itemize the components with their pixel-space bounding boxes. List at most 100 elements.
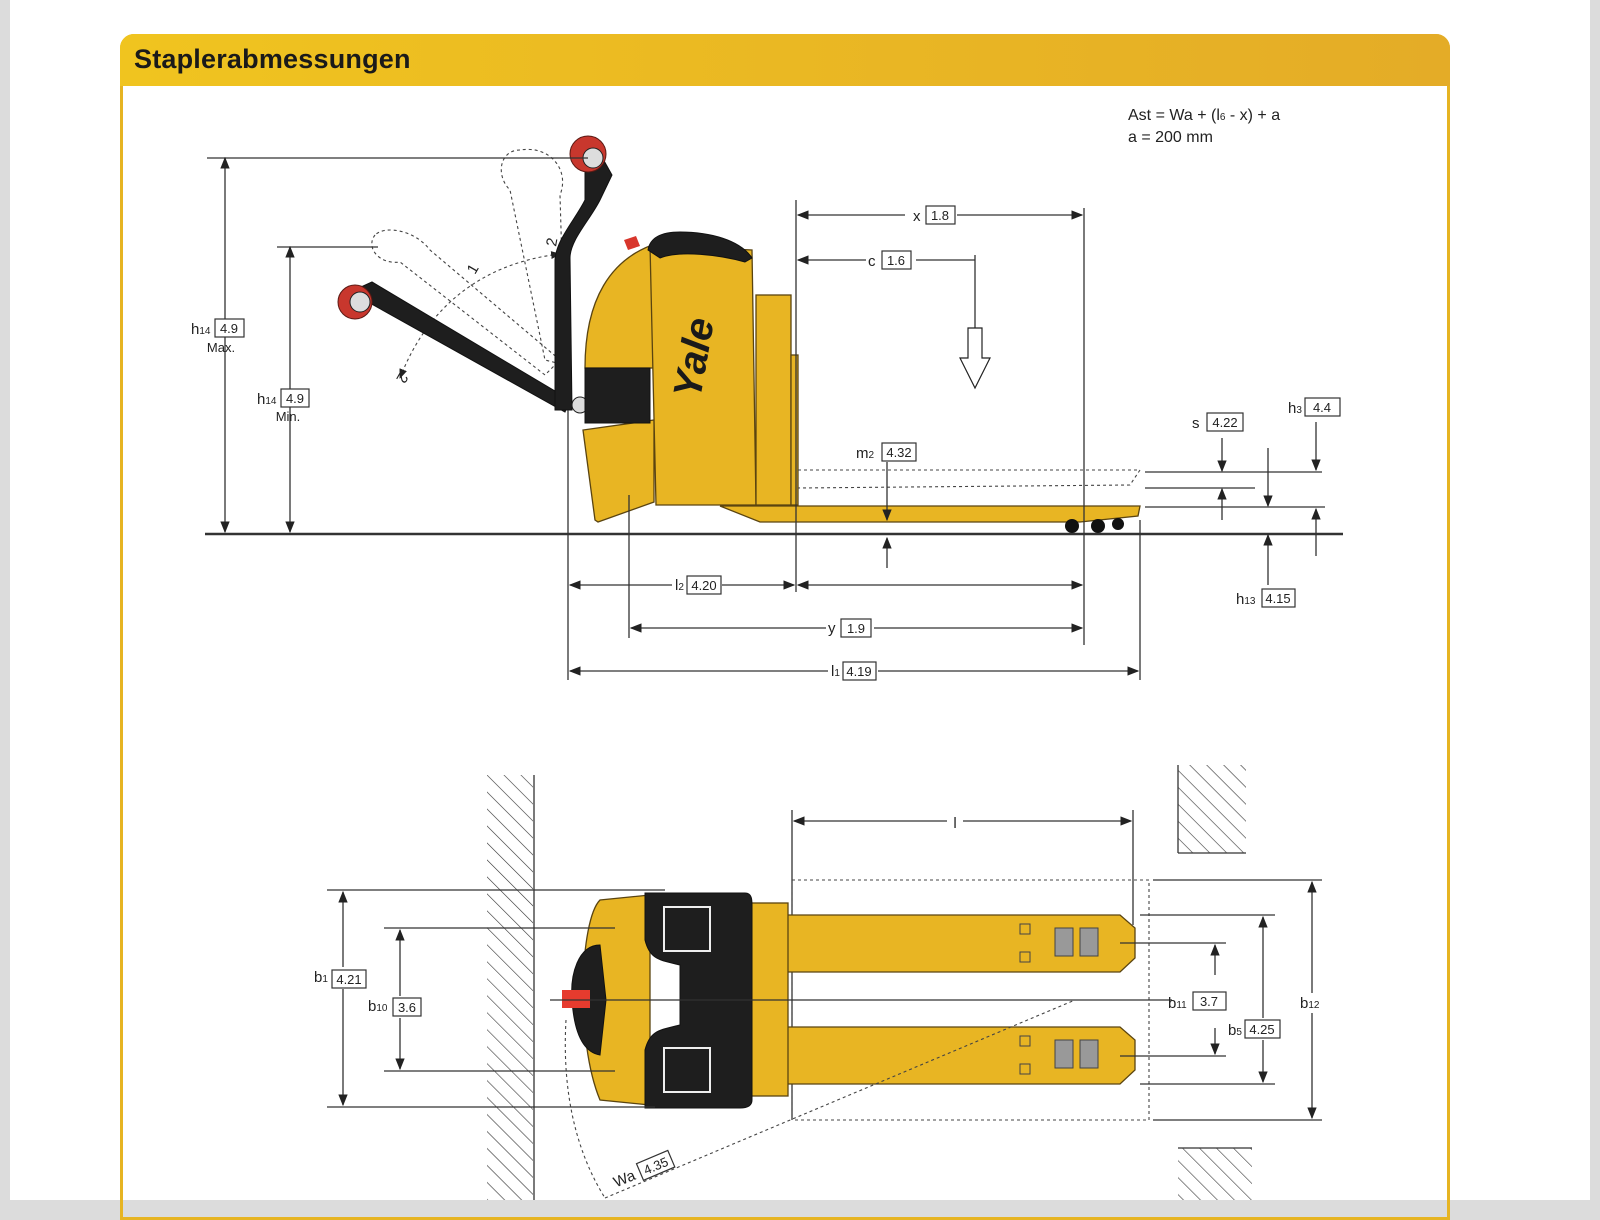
dimension-label: 5 <box>1236 1027 1242 1038</box>
dimension-label: y <box>828 620 836 637</box>
drawing-element <box>392 997 422 1017</box>
wall-hatch <box>487 775 533 1200</box>
dimension-label: 11 <box>1176 1000 1187 1011</box>
dimension-label: 4.4 <box>1313 400 1331 415</box>
drawing-element <box>719 505 1141 523</box>
tiller-lowered <box>337 281 571 413</box>
dimension-label: h <box>257 391 265 408</box>
dimension-label: b <box>314 969 322 986</box>
dim-l2: l2 4.20 <box>672 575 722 595</box>
dimension-label: 2 <box>678 582 684 593</box>
drawing-element <box>1206 412 1244 432</box>
dimension-label: 4.9 <box>286 391 304 406</box>
dimension-label: x <box>913 208 921 225</box>
section-header: Staplerabmessungen <box>120 34 1450 86</box>
drawing-element <box>348 281 571 413</box>
dimension-label: h13 <box>1236 591 1256 608</box>
drawing-element <box>686 575 722 595</box>
dimension-label: - x) + a <box>1225 107 1280 124</box>
drawing-element <box>584 367 651 424</box>
drawing-element <box>582 419 655 523</box>
dimension-label: 1.8 <box>931 208 949 223</box>
dimension-label: b11 <box>1168 995 1187 1012</box>
dimension-label: h <box>191 321 199 338</box>
wall-hatch <box>1178 765 1246 853</box>
dimension-label: 1 <box>834 668 840 679</box>
dim-b10: b10 3.6 <box>366 996 422 1018</box>
drawing-element <box>842 661 877 681</box>
drawing-element <box>1261 588 1296 608</box>
dimension-label: 1.9 <box>847 621 865 636</box>
drawing-element <box>1091 519 1105 533</box>
dimension-label: 3.6 <box>398 1000 416 1015</box>
emergency-button-icon <box>562 990 590 1008</box>
dimension-label: h14 <box>257 391 277 408</box>
dimension-label: m <box>856 445 869 462</box>
drawing-element <box>1112 518 1124 530</box>
drawing-element <box>925 205 956 225</box>
dimension-label: b12 <box>1300 995 1320 1012</box>
drawing-element <box>790 354 799 506</box>
dimension-label: l2 <box>675 577 684 594</box>
drawing-element <box>1054 1039 1074 1069</box>
dimension-label: l <box>831 663 834 680</box>
dim-m2: m2 4.32 <box>856 442 917 462</box>
drawing-element <box>1192 991 1227 1011</box>
drawing-element <box>214 318 245 338</box>
drawing-element <box>1079 1039 1099 1069</box>
dimension-label: 4.15 <box>1265 591 1290 606</box>
dimension-label: h <box>1236 591 1244 608</box>
drawing-element <box>1244 1019 1281 1039</box>
drawing-element <box>280 388 310 408</box>
dimension-label: 1 <box>464 261 483 277</box>
dimension-label: 14 <box>199 326 211 337</box>
dimension-label: a = 200 mm <box>1128 129 1213 146</box>
dimension-label: Wa <box>611 1167 638 1191</box>
dimension-label: b5 <box>1228 1022 1242 1039</box>
dimension-label: 4.32 <box>886 445 911 460</box>
dimension-label: b1 <box>314 969 328 986</box>
drawing-element <box>663 906 711 952</box>
dimension-label: 12 <box>1308 1000 1320 1011</box>
drawing-element <box>604 999 1076 1199</box>
dimension-label: 3 <box>1296 405 1302 416</box>
dimension-label: b <box>1300 995 1308 1012</box>
drawing-element <box>399 251 561 379</box>
drawing-element <box>1304 397 1341 417</box>
load-arrow-icon <box>959 327 991 390</box>
drawing-element <box>584 242 659 369</box>
drawing-element <box>349 291 371 313</box>
drawing-element <box>1298 993 1326 1013</box>
dim-s: s 4.22 <box>1192 412 1244 432</box>
dimension-label: Ast = Wa + (l6 - x) + a <box>1128 107 1280 124</box>
truck-side: Yale <box>582 231 1142 533</box>
drawing-element <box>1079 927 1099 957</box>
drawing-element <box>635 1149 676 1182</box>
drawing-element <box>1054 927 1074 957</box>
dim-h13: h13 4.15 <box>1236 588 1296 608</box>
drawing-element <box>331 969 367 989</box>
drawing-element <box>797 469 1142 489</box>
dimension-label: b <box>1168 995 1176 1012</box>
dimension-label: 10 <box>376 1003 388 1014</box>
dimension-label: 4.20 <box>691 578 716 593</box>
dimension-label: s <box>1192 415 1200 432</box>
dimension-label: m2 <box>856 445 875 462</box>
dimension-label: b <box>368 998 376 1015</box>
dim-b12: b12 <box>1298 993 1326 1013</box>
side-view: 1 2 2 Yale <box>191 135 1343 681</box>
dimension-label: 4.22 <box>1212 415 1237 430</box>
drawing-element <box>1019 1035 1031 1047</box>
dimension-label: 13 <box>1244 596 1256 607</box>
dimension-label: 2 <box>392 370 411 386</box>
drawing-element <box>1019 1063 1031 1075</box>
drawing-element <box>663 1047 711 1093</box>
section-title: Staplerabmessungen <box>134 44 411 74</box>
wall-hatch <box>1178 1148 1252 1200</box>
